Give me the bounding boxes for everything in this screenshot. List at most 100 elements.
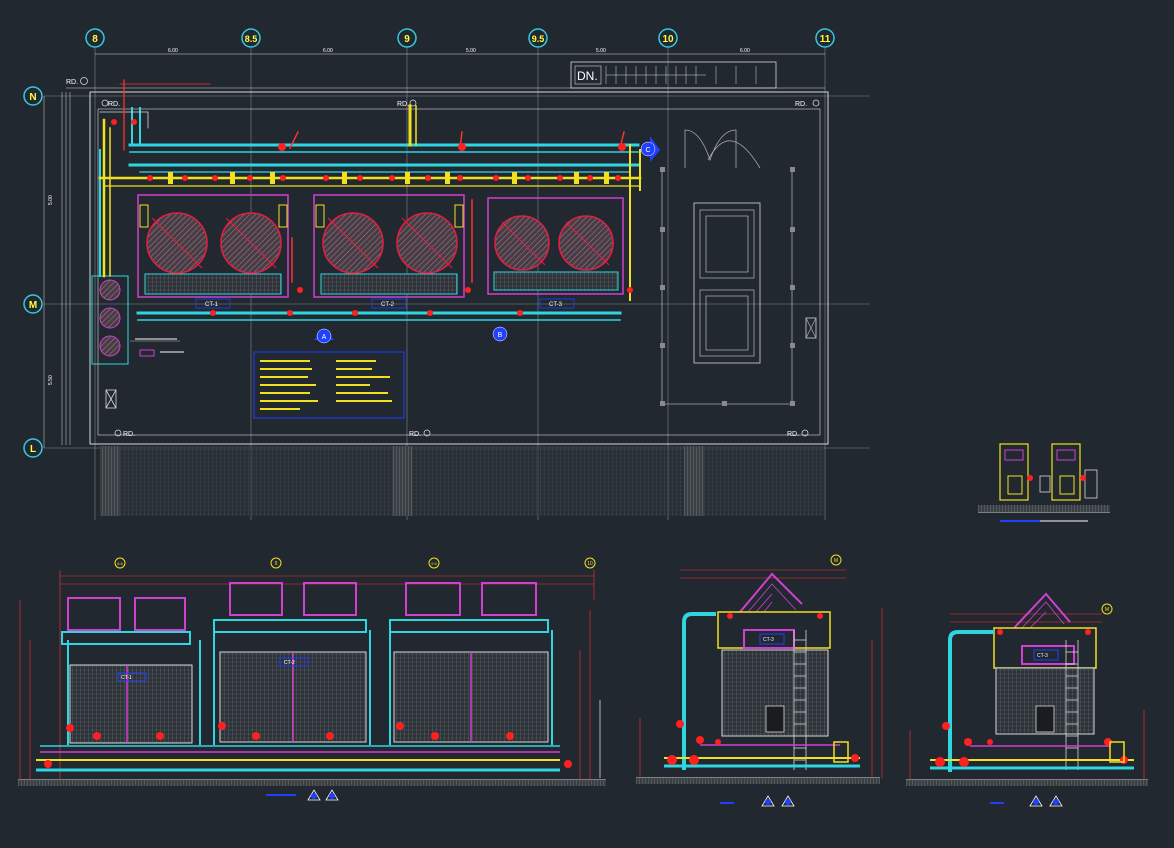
access-hatch — [105, 389, 117, 409]
roof-drain-label: RD. — [108, 101, 120, 108]
grid-bubble-m: M — [23, 294, 43, 314]
grid-bubble-10: 10 — [658, 28, 678, 48]
valve-legend — [253, 351, 405, 419]
roof-drain-label: RD. — [66, 79, 78, 86]
side-2-ct-label: CT-3 — [1037, 653, 1048, 659]
plan-tower-labels: CT-1 CT-2 CT-3 — [195, 298, 575, 309]
section-marker-b-label: B — [498, 332, 503, 339]
plan-view: 6.00 6.00 5.00 5.00 6.00 5.00 5.50 8 8.5 — [23, 28, 870, 520]
left-dimension-line: 5.00 5.50 — [43, 96, 54, 448]
cooling-tower-plan-2 — [313, 194, 465, 298]
cooling-towers-plan — [137, 194, 624, 298]
elev-bubble-10: 10 — [584, 557, 596, 569]
roof-drain-label: RD. — [397, 101, 409, 108]
elev-bubble-10-label: 10 — [587, 561, 593, 567]
grid-bubble-9-label: 9 — [404, 34, 410, 45]
top-dimension-line: 6.00 6.00 5.00 5.00 6.00 — [95, 48, 825, 55]
grid-bubble-11: 11 — [815, 28, 835, 48]
roof-drain: RD. — [114, 429, 135, 438]
grid-bubble-9: 9 — [397, 28, 417, 48]
grid-bubble-10-label: 10 — [662, 34, 674, 45]
grid-bubble-8: 8 — [85, 28, 105, 48]
grid-bubble-9-5-label: 9.5 — [532, 34, 545, 44]
elev-bubble-8-5-label: 8.5 — [117, 561, 123, 566]
stair: DN. — [570, 61, 777, 89]
ct3-fan-b — [558, 215, 614, 271]
section-marker-c: C — [640, 136, 660, 162]
valve-symbols — [111, 119, 633, 316]
dim-n-m: 5.00 — [48, 195, 54, 205]
stair-dn-label: DN. — [577, 69, 598, 83]
grid-bubble-l: L — [23, 438, 43, 458]
side-2-bubble: M — [1101, 603, 1113, 615]
piping-network — [98, 79, 642, 321]
front-tower-2: CT-2 — [213, 582, 367, 743]
roof-drain: RD. — [397, 99, 417, 108]
roof-drain-label: RD. — [795, 101, 807, 108]
side-elevation-2: M CT-3 — [906, 592, 1148, 807]
roof-drain: RD. — [787, 429, 809, 438]
pump-skid — [91, 275, 184, 365]
dim-m-l: 5.50 — [48, 375, 54, 385]
front-tower-1: CT-1 — [61, 597, 193, 744]
front-elevation-bubbles: 8.5 9 9.5 10 — [114, 557, 596, 569]
grid-bubbles-top: 8 8.5 9 9.5 10 11 — [85, 28, 835, 48]
grid-bubble-n: N — [23, 86, 43, 106]
side-elevation-1: M CT-3 — [636, 554, 883, 807]
dim-95-10: 5.00 — [596, 48, 606, 54]
cooling-tower-plan-1 — [137, 194, 289, 298]
side-1-bubble: M — [830, 554, 842, 566]
roof-drain: RD. — [66, 77, 88, 86]
section-marker-a-label: A — [322, 334, 327, 341]
roof-drain: RD. — [409, 429, 431, 438]
grid-bubble-l-label: L — [30, 444, 36, 455]
front-ct-2-label: CT-2 — [284, 660, 295, 666]
dim-85-9: 6.00 — [323, 48, 333, 54]
front-valves — [44, 722, 572, 768]
cooling-tower-plan-3 — [487, 197, 624, 295]
roof-drain-label: RD. — [787, 431, 799, 438]
roof-drain: RD. — [101, 99, 120, 108]
front-ct-1-label: CT-1 — [121, 675, 132, 681]
grid-bubble-8-5-label: 8.5 — [245, 34, 258, 44]
elev-bubble-9: 9 — [270, 557, 282, 569]
elev-bubble-9-5: 9.5 — [428, 557, 440, 569]
side-1-ct-label: CT-3 — [763, 637, 774, 643]
side-1-bubble-label: M — [834, 558, 838, 564]
section-marker-c-label: C — [645, 147, 650, 154]
dim-10-11: 6.00 — [740, 48, 750, 54]
equipment-room — [660, 129, 817, 406]
roof-drain: RD. — [795, 99, 820, 108]
front-base-piping — [36, 630, 601, 778]
plan-ct-3-label: CT-3 — [549, 302, 563, 308]
section-marker-a: A — [314, 328, 334, 344]
section-markers: A B C — [314, 136, 660, 344]
side-2-bubble-label: M — [1105, 607, 1109, 613]
grid-bubble-11-label: 11 — [820, 34, 831, 45]
parapet-hatching — [100, 446, 824, 516]
grid-bubbles-left: N M L — [23, 86, 43, 458]
roof-slab — [61, 87, 829, 445]
grid-bubble-m-label: M — [29, 300, 37, 311]
dim-8-85: 6.00 — [168, 48, 178, 54]
elev-bubble-8-5: 8.5 — [114, 557, 126, 569]
dim-9-95: 5.00 — [466, 48, 476, 54]
small-pump-detail — [978, 443, 1110, 522]
front-elevation: 8.5 9 9.5 10 CT-1 — [18, 557, 606, 801]
roof-drain-label: RD. — [409, 431, 421, 438]
front-elevation-title — [266, 789, 339, 801]
section-marker-b: B — [492, 326, 508, 342]
elev-bubble-9-label: 9 — [275, 561, 278, 567]
roof-drain-label: RD. — [123, 431, 135, 438]
plan-ct-1-label: CT-1 — [205, 302, 219, 308]
elev-bubble-9-5-label: 9.5 — [431, 561, 437, 566]
grid-bubble-9-5: 9.5 — [528, 28, 548, 48]
grid-bubble-8-5: 8.5 — [241, 28, 261, 48]
grid-bubble-n-label: N — [29, 92, 36, 103]
ct3-fan-a — [494, 215, 550, 271]
roof-drains: RD. RD. RD. RD. RD. RD. RD. — [66, 77, 820, 438]
front-tower-3 — [389, 582, 549, 743]
plan-ct-2-label: CT-2 — [381, 302, 395, 308]
grid-bubble-8-label: 8 — [92, 34, 98, 45]
